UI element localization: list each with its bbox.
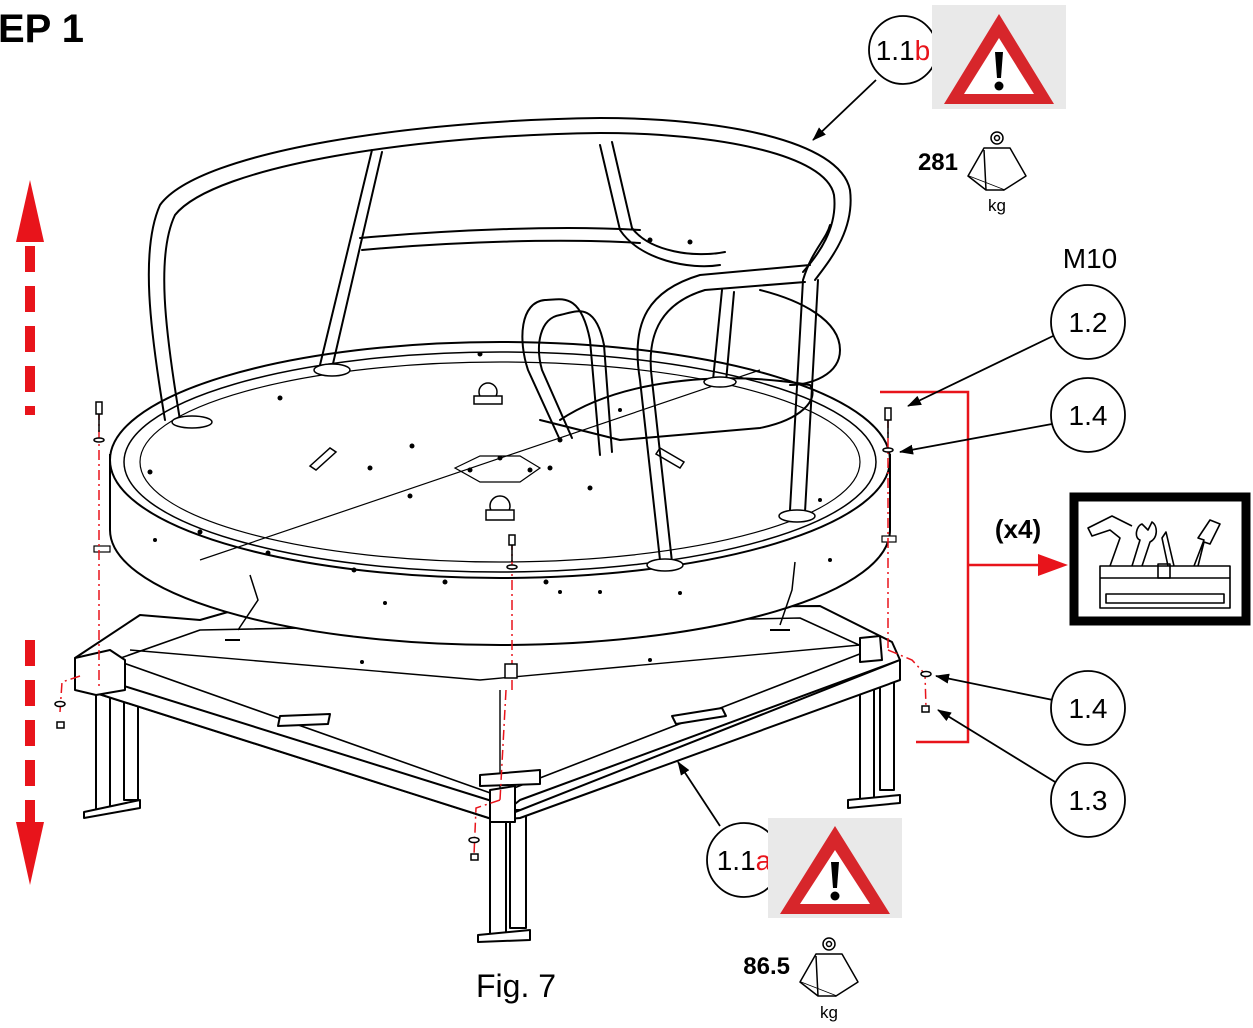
rotating-platform xyxy=(93,341,897,646)
callout-1-3-label: 1.3 xyxy=(1069,785,1108,816)
weight-icon xyxy=(967,131,1027,191)
bolt-size-label: M10 xyxy=(1063,243,1117,274)
step-title: EP 1 xyxy=(0,7,84,51)
callout-1-1b-number: 1.1 xyxy=(876,35,915,66)
callout-1-4-bottom: 1.4 xyxy=(1050,670,1126,746)
callout-1-3: 1.3 xyxy=(1050,762,1126,838)
svg-text:1.1b: 1.1b xyxy=(876,35,931,66)
figure-caption: Fig. 7 xyxy=(476,968,556,1004)
callout-1-4-top: 1.4 xyxy=(1050,377,1126,453)
callout-1-1b: 1.1b xyxy=(868,15,938,85)
callout-1-1a-number: 1.1 xyxy=(717,845,756,876)
callout-1-4-top-label: 1.4 xyxy=(1069,400,1108,431)
toolbox-pointer-arrow xyxy=(1038,554,1068,576)
weight-bottom-value: 86.5 xyxy=(743,953,790,980)
fasteners xyxy=(54,401,932,861)
rail-feet xyxy=(171,363,816,572)
quantity-label: (x4) xyxy=(995,514,1041,544)
weight-top-value: 281 xyxy=(918,149,958,176)
warning-triangle-icon xyxy=(768,818,902,918)
weight-top-unit: kg xyxy=(988,196,1006,215)
lift-arrow-icon xyxy=(16,180,44,885)
callout-1-1b-suffix: b xyxy=(915,35,931,66)
base-frame xyxy=(74,605,901,943)
warning-triangle-icon xyxy=(932,5,1066,109)
callout-1-2-label: 1.2 xyxy=(1069,307,1108,338)
qty-bracket xyxy=(880,390,1042,744)
safety-railing xyxy=(147,117,852,563)
toolbox-icon xyxy=(1069,492,1251,626)
callout-leaders xyxy=(677,79,1061,827)
callout-1-1a-suffix: a xyxy=(756,845,772,876)
callout-1-4-bottom-label: 1.4 xyxy=(1069,693,1108,724)
weight-bottom-unit: kg xyxy=(820,1003,838,1022)
callout-1-2: 1.2 xyxy=(1050,284,1126,360)
svg-text:1.1a: 1.1a xyxy=(717,845,772,876)
weight-icon xyxy=(799,937,859,997)
